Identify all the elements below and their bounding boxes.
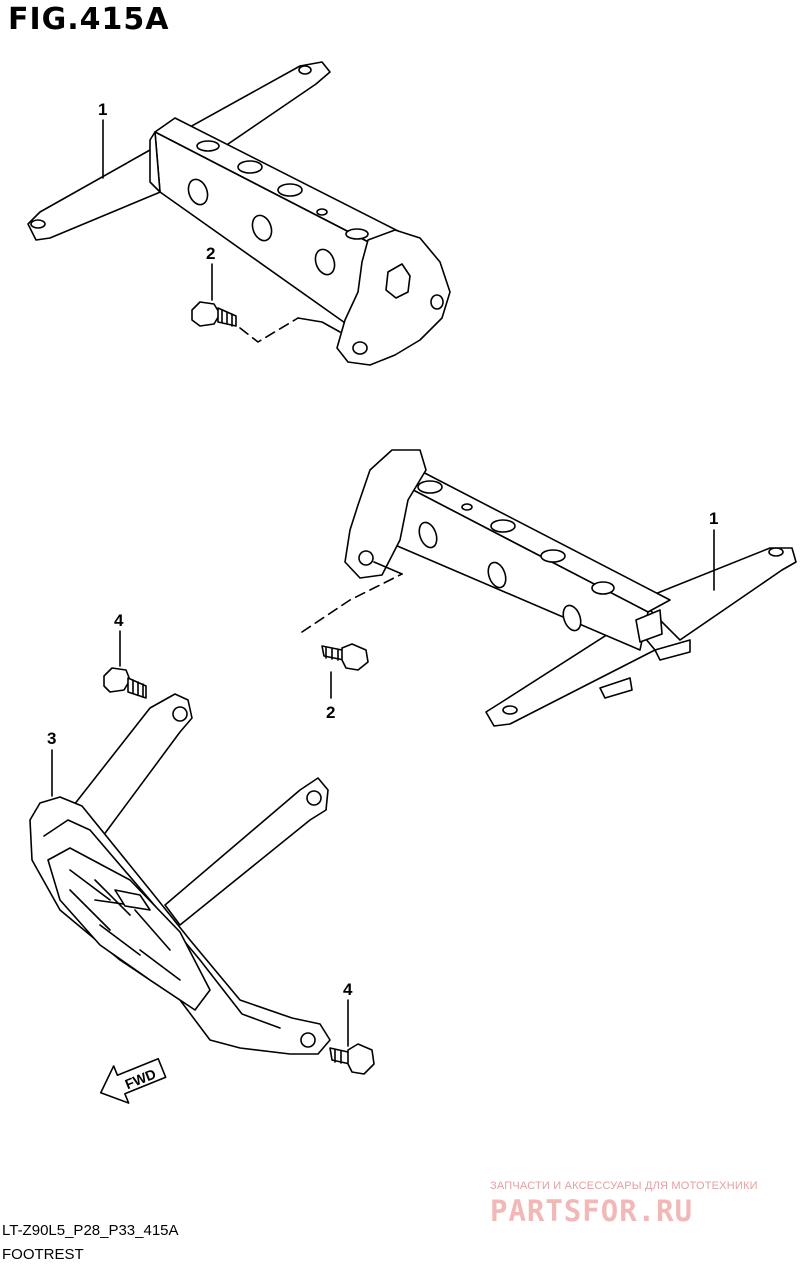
figure-code: LT-Z90L5_P28_P33_415A (2, 1222, 179, 1239)
upper-footrest-bracket (27, 61, 451, 366)
lower-footrest-bracket (344, 449, 797, 727)
footrest-guard (29, 693, 331, 1055)
fwd-arrow-icon: FWD (99, 1057, 167, 1104)
figure-title: FIG.415A (8, 2, 170, 37)
watermark-brand: PARTSFOR.RU (490, 1194, 694, 1228)
callout-upper-bracket: 1 (98, 100, 108, 119)
upper-bolt (191, 301, 237, 327)
callout-guard: 3 (47, 729, 57, 748)
callout-guard-bolt-top: 4 (114, 611, 124, 630)
callout-lower-bracket: 1 (709, 509, 719, 528)
callout-upper-bolt: 2 (206, 244, 216, 263)
upper-bolt-leader (239, 317, 299, 343)
guard-bolt-bottom (329, 1043, 375, 1075)
watermark-tagline: ЗАПЧАСТИ И АКСЕССУАРЫ ДЛЯ МОТОТЕХНИКИ (490, 1180, 758, 1192)
callout-guard-bolt-bottom: 4 (343, 980, 353, 999)
guard-bolt-top (103, 667, 147, 699)
figure-name: FOOTREST (2, 1246, 84, 1263)
lower-bolt-leader (301, 573, 403, 633)
callout-lower-bolt: 2 (326, 703, 336, 722)
lower-bolt (321, 643, 369, 671)
